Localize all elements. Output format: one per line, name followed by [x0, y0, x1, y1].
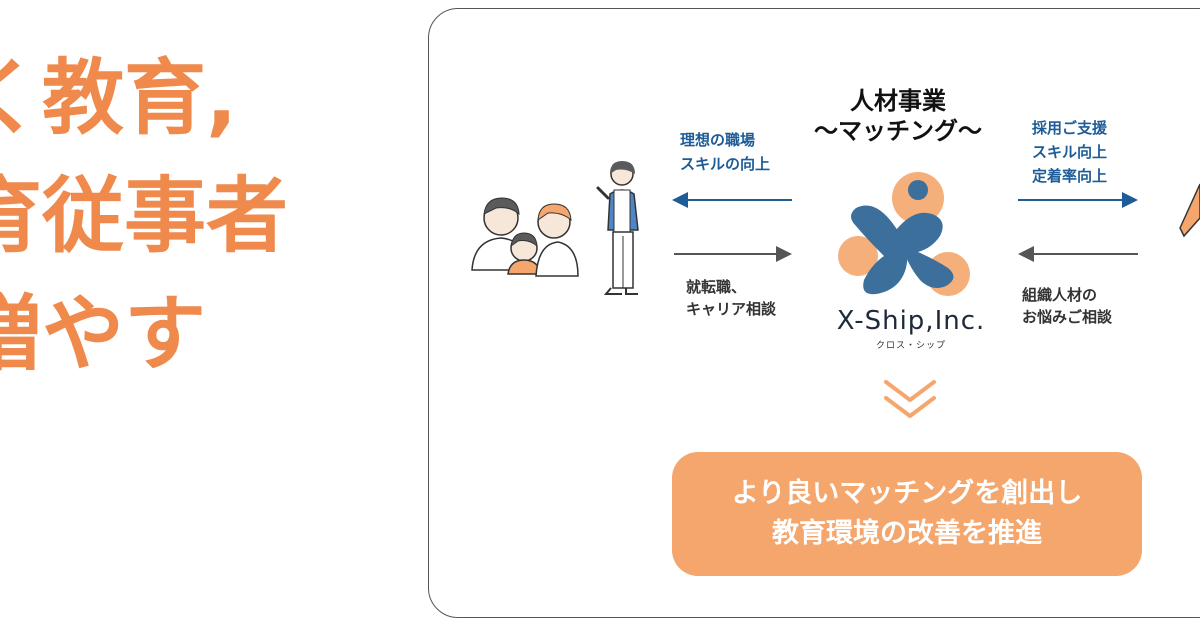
- right-top-line-2: スキル向上: [1032, 143, 1108, 161]
- child-figure: [507, 232, 542, 275]
- right-bottom-line-2: お悩みご相談: [1022, 308, 1113, 326]
- arrow-right-blue: [1018, 192, 1138, 208]
- left-top-label: 理想の職場 スキルの向上: [680, 128, 770, 176]
- diagram-panel: [428, 8, 1200, 618]
- right-top-label: 採用ご支援 スキル向上 定着率向上: [1032, 116, 1107, 188]
- right-top-line-1: 採用ご支援: [1032, 119, 1108, 137]
- left-bottom-line-1: 就転職、: [686, 278, 747, 296]
- left-bottom-line-2: キャリア相談: [686, 300, 777, 318]
- result-line-1: より良いマッチングを創出し: [731, 478, 1083, 509]
- headline: く教育, 育従事者 増やす: [0, 40, 380, 394]
- headline-line-3: 増やす: [0, 287, 207, 382]
- headline-line-1: く教育,: [0, 51, 238, 146]
- center-title-line-2: 〜マッチング〜: [814, 117, 982, 145]
- right-bottom-label: 組織人材の お悩みご相談: [1022, 284, 1112, 328]
- right-top-line-3: 定着率向上: [1032, 167, 1108, 185]
- logo-kana: クロス・シップ: [875, 341, 946, 351]
- arrow-left-blue: [672, 192, 792, 208]
- left-bottom-label: 就転職、 キャリア相談: [686, 276, 776, 320]
- center-title: 人材事業 〜マッチング〜: [793, 86, 1003, 146]
- left-top-line-1: 理想の職場: [680, 131, 756, 149]
- building-illustration: [1179, 183, 1200, 238]
- company-logo-icon: [838, 172, 970, 296]
- arrow-right-gray: [674, 246, 792, 262]
- left-top-line-2: スキルの向上: [680, 155, 771, 173]
- teacher-figure: [596, 161, 639, 295]
- result-line-2: 教育環境の改善を推進: [772, 518, 1042, 549]
- headline-line-2: 育従事者: [0, 169, 289, 264]
- right-bottom-line-1: 組織人材の: [1022, 286, 1098, 304]
- arrow-left-gray: [1018, 246, 1138, 262]
- chevron-down-icon: [884, 380, 936, 418]
- result-box: より良いマッチングを創出し 教育環境の改善を推進: [672, 452, 1142, 576]
- people-illustration: [471, 161, 639, 295]
- logo-name: X-Ship,Inc.: [836, 306, 986, 336]
- center-title-line-1: 人材事業: [850, 87, 946, 115]
- parent-figure-right: [535, 203, 579, 277]
